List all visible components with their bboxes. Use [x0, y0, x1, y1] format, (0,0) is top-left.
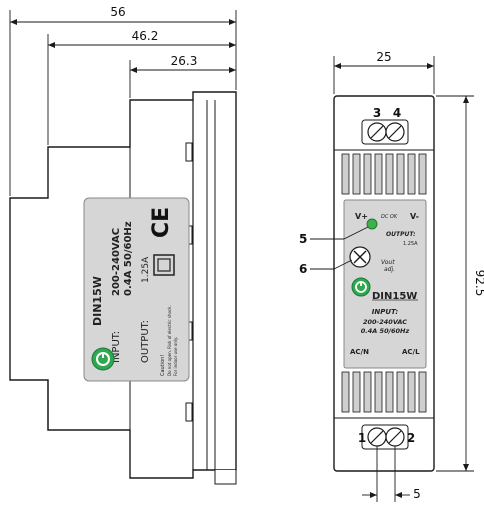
side-label-output-label: OUTPUT:: [140, 320, 151, 363]
v-minus-label: V-: [410, 212, 419, 221]
side-label-caution-2: Do not open. Risk of electric shock.: [167, 305, 172, 376]
side-label-input-current: 0.4A 50/60Hz: [123, 221, 134, 296]
dim-depth-mid: 46.2: [132, 29, 159, 43]
terminal-3-label: 3: [373, 106, 381, 120]
side-label-panel: [83, 197, 190, 382]
dc-ok-label: DC OK: [381, 214, 398, 220]
dim-depth-front: 26.3: [171, 54, 198, 68]
front-output-value: 1.25A: [403, 241, 418, 247]
side-label-input-label: INPUT:: [111, 331, 122, 363]
front-dimensions: [333, 56, 474, 502]
dc-ok-led-icon: [366, 218, 378, 230]
vout-label-1: Vout: [381, 259, 395, 266]
v-plus-label: V+: [355, 212, 368, 221]
front-input-label: INPUT:: [372, 308, 399, 316]
bottom-ribs: [341, 371, 427, 413]
side-slot: [185, 402, 193, 422]
front-input-voltage: 200-240VAC: [363, 318, 407, 326]
top-ribs: [341, 153, 427, 195]
side-slot: [185, 142, 193, 162]
double-insulation-icon: [153, 254, 175, 276]
terminal-4-label: 4: [393, 106, 401, 120]
side-logo-icon: [91, 347, 115, 371]
side-label-text-group: DIN15W INPUT: 200-240VAC 0.4A 50/60Hz OU…: [91, 207, 178, 376]
side-label-caution-1: Caution!: [160, 355, 166, 376]
callout-5: 5: [299, 232, 307, 246]
terminal-2-label: 2: [407, 431, 415, 445]
dim-total-depth: 56: [110, 5, 125, 19]
side-label-input-voltage: 200-240VAC: [111, 228, 122, 296]
dim-terminal-pitch: 5: [413, 487, 421, 501]
front-input-current: 0.4A 50/60Hz: [361, 327, 410, 335]
callout-leaders: [310, 226, 369, 270]
side-label-model: DIN15W: [91, 276, 104, 326]
din-clip: [214, 470, 237, 485]
front-view: [333, 95, 435, 472]
front-model: DIN15W: [372, 291, 417, 302]
dim-width: 25: [376, 50, 391, 64]
side-label-caution-3: For indoor use only.: [173, 337, 178, 376]
callout-6: 6: [299, 262, 307, 276]
side-view: DIN15W INPUT: 200-240VAC 0.4A 50/60Hz OU…: [9, 91, 237, 485]
side-label-output-value: 1.25A: [141, 256, 151, 283]
front-label-panel: [343, 199, 427, 369]
front-output-label: OUTPUT:: [386, 231, 416, 238]
vout-label-2: adj.: [384, 266, 395, 273]
front-logo-icon: [351, 277, 371, 297]
ce-mark: CE: [149, 207, 174, 238]
ac-n-label: AC/N: [350, 348, 369, 356]
terminal-1-label: 1: [358, 431, 366, 445]
dim-height: 92.5: [473, 270, 484, 297]
side-dimensions: [9, 10, 237, 196]
ac-l-label: AC/L: [402, 348, 420, 356]
